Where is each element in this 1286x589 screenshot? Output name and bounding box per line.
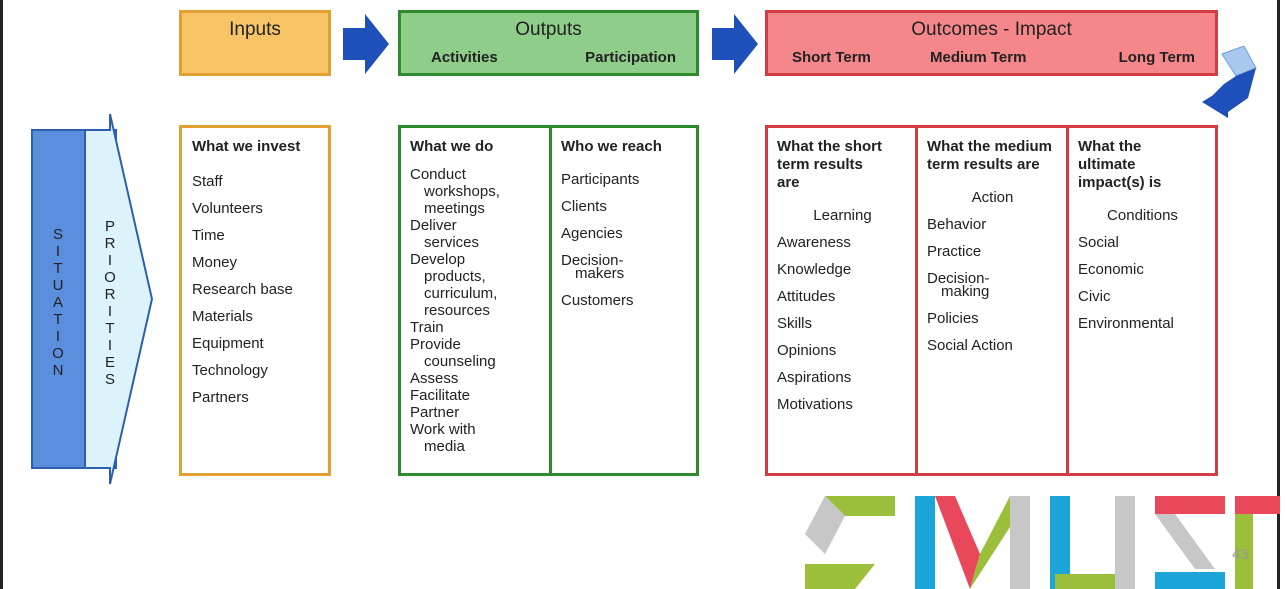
list-item: Behavior <box>927 216 987 233</box>
list-item: Motivations <box>777 396 853 413</box>
list-item: Deliver <box>410 217 457 234</box>
outcomes-divider <box>915 128 918 473</box>
list-item: Knowledge <box>777 261 852 278</box>
list-item: Volunteers <box>192 200 263 217</box>
list-item: products, <box>424 268 486 285</box>
inputs-title: Inputs <box>229 19 281 40</box>
list-item: Participants <box>561 171 640 188</box>
list-item: Economic <box>1078 261 1144 278</box>
outcomes-box: What the short term results are Learning… <box>765 125 1218 476</box>
list-item: Research base <box>192 281 293 298</box>
outputs-title: Outputs <box>515 19 582 40</box>
list-item: Attitudes <box>777 288 836 305</box>
list-item: Technology <box>192 362 268 379</box>
list-item: counseling <box>424 353 496 370</box>
arrow-right-icon <box>343 14 389 74</box>
list-item: making <box>941 283 990 300</box>
list-item: Decision- <box>927 270 990 287</box>
medium-term-category: Action <box>971 189 1014 206</box>
list-item: Decision- <box>561 252 624 269</box>
list-item: resources <box>424 302 490 319</box>
list-item: Opinions <box>777 342 837 359</box>
long-term-heading: What the ultimate impact(s) is <box>1078 138 1162 191</box>
list-item: Agencies <box>561 225 623 242</box>
outputs-divider <box>549 128 552 473</box>
list-item: Partners <box>192 389 249 406</box>
list-item: Practice <box>927 243 982 260</box>
list-item: Provide <box>410 336 461 353</box>
activities-label: Activities <box>431 49 498 66</box>
inputs-header: Inputs <box>179 10 331 76</box>
list-item: Environmental <box>1078 315 1174 332</box>
list-item: Work with <box>410 421 476 438</box>
list-item: Clients <box>561 198 607 215</box>
outcomes-header: Outcomes - Impact Short Term Medium Term… <box>765 10 1218 76</box>
inputs-heading: What we invest <box>192 138 301 155</box>
outcomes-title: Outcomes - Impact <box>911 19 1072 40</box>
page-number: 43 <box>1232 546 1249 563</box>
list-item: curriculum, <box>424 285 498 302</box>
list-item: Partner <box>410 404 460 421</box>
list-item: Policies <box>927 310 979 327</box>
list-item: Awareness <box>777 234 851 251</box>
list-item: Conduct <box>410 166 466 183</box>
list-item: Facilitate <box>410 387 471 404</box>
list-item: Money <box>192 254 238 271</box>
list-item: Civic <box>1078 288 1111 305</box>
list-item: Customers <box>561 292 634 309</box>
short-term-category: Learning <box>813 207 872 224</box>
medium-term-label: Medium Term <box>930 49 1027 66</box>
participation-label: Participation <box>585 49 676 66</box>
list-item: Develop <box>410 251 466 268</box>
situation-priorities-arrow <box>31 113 154 485</box>
medium-term-heading: What the medium term results are <box>927 138 1053 173</box>
activities-heading: What we do <box>410 138 494 155</box>
list-item: Skills <box>777 315 813 332</box>
short-term-label: Short Term <box>792 49 871 66</box>
long-term-label: Long Term <box>1118 49 1195 66</box>
list-item: Materials <box>192 308 253 325</box>
list-item: Social <box>1078 234 1119 251</box>
arrow-right-icon <box>712 14 758 74</box>
list-item: workshops, <box>424 183 500 200</box>
list-item: Equipment <box>192 335 264 352</box>
long-term-category: Conditions <box>1107 207 1178 224</box>
list-item: makers <box>575 265 625 282</box>
feedback-arrow-icon <box>1202 46 1257 118</box>
list-item: Time <box>192 227 225 244</box>
short-term-heading: What the short term results are <box>777 138 882 191</box>
outcomes-divider <box>1066 128 1069 473</box>
list-item: Train <box>410 319 444 336</box>
participation-heading: Who we reach <box>561 138 662 155</box>
list-item: Aspirations <box>777 369 852 386</box>
list-item: media <box>424 438 465 455</box>
list-item: services <box>424 234 480 251</box>
outputs-header: Outputs Activities Participation <box>398 10 699 76</box>
list-item: meetings <box>424 200 485 217</box>
list-item: Assess <box>410 370 459 387</box>
list-item: Social Action <box>927 337 1013 354</box>
smusd-logo <box>805 496 1280 589</box>
list-item: Staff <box>192 173 223 190</box>
